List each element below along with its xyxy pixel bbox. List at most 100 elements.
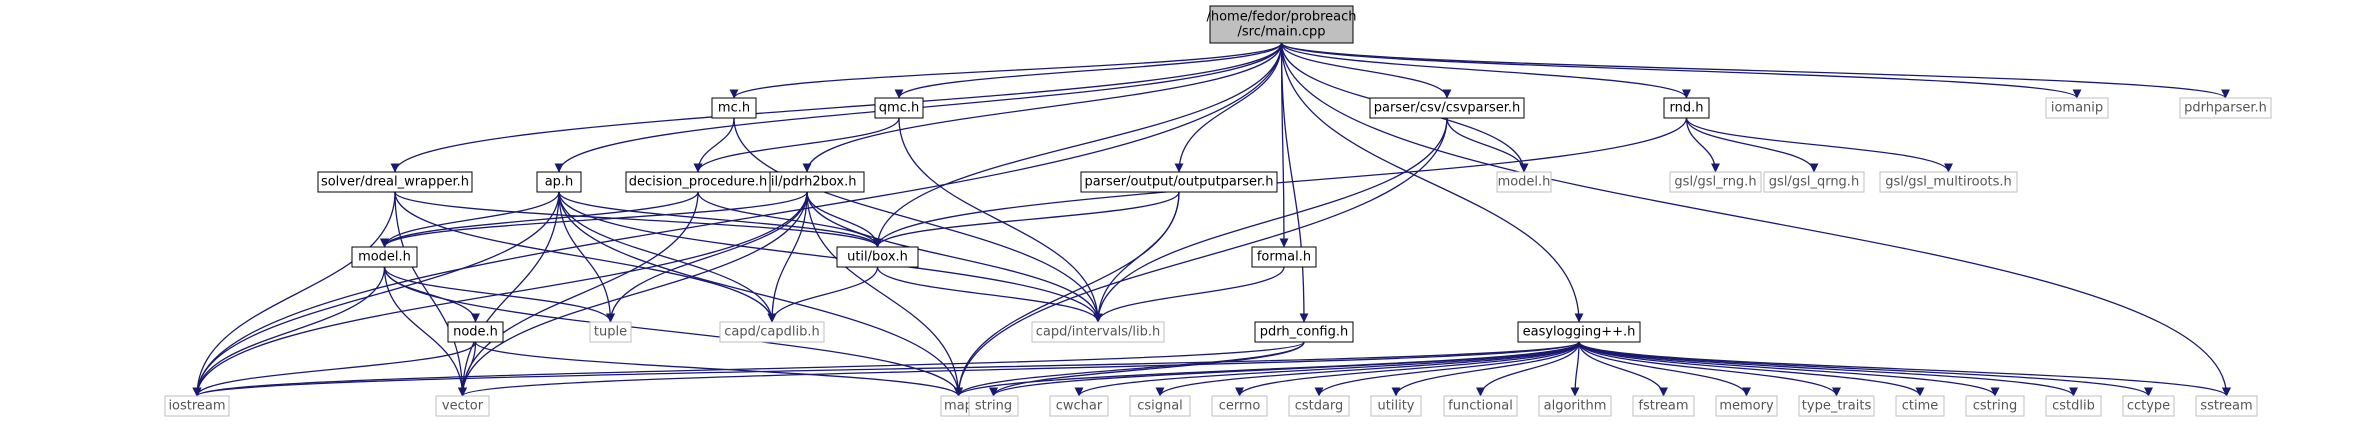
node-algorithm: algorithm: [1538, 395, 1612, 417]
node-easylogging_h[interactable]: easylogging++.h: [1517, 321, 1641, 343]
node-box-pdrh_config_h: [1254, 321, 1354, 343]
edge-decision_procedure_h-to-util_box_h: [697, 191, 882, 248]
node-iostream: iostream: [164, 395, 230, 417]
edge-parser_csv_csvparser_h-to-capd_intervals_lib_h: [1093, 117, 1448, 323]
node-box-type_traits: [1798, 395, 1875, 417]
node-iomanip: iomanip: [2045, 97, 2109, 119]
edge-easylogging_h-to-sstream: [1578, 341, 2231, 397]
node-decision_procedure_h[interactable]: decision_procedure.h: [625, 171, 771, 193]
node-cwchar: cwchar: [1049, 395, 1109, 417]
edge-easylogging_h-to-fstream: [1578, 341, 1669, 397]
edge-parser_csv_csvparser_h-to-map: [953, 117, 1448, 397]
edge-main_cpp-to-iostream: [192, 42, 1283, 397]
edge-decision_procedure_h-to-vector: [457, 191, 699, 397]
node-box-easylogging_h: [1517, 321, 1641, 343]
node-label: mc.h: [718, 101, 750, 116]
node-box-capd_capdlib_h: [719, 321, 825, 343]
edge-node_h-to-iostream: [192, 341, 477, 397]
edge-util_pdrh2box_h-to-capd_intervals_lib_h: [806, 191, 1103, 323]
edge-solver_dreal_wrapper_h-to-util_box_h: [394, 191, 882, 248]
node-label: type_traits: [1802, 399, 1872, 414]
edge-easylogging_h-to-cstdlib: [1578, 341, 2078, 397]
edge-rnd_h-to-gsl_rng_h: [1685, 117, 1721, 173]
node-main_cpp[interactable]: /home/fedor/probreach/src/main.cpp: [1206, 5, 1357, 44]
node-label: easylogging++.h: [1523, 325, 1636, 340]
node-box-main_cpp: [1209, 5, 1354, 44]
node-box-utility: [1370, 395, 1422, 417]
edge-ap_h-to-map: [558, 191, 964, 397]
edge-main_cpp-to-mc_h: [729, 42, 1283, 99]
node-box-vector: [435, 395, 490, 417]
node-gsl_rng_h: gsl/gsl_rng.h: [1669, 171, 1762, 193]
node-label: rnd.h: [1670, 101, 1704, 116]
edge-easylogging_h-to-csignal: [1155, 341, 1580, 397]
edge-main_cpp-to-rnd_h: [1280, 42, 1691, 99]
node-capd_intervals_lib_h: capd/intervals/lib.h: [1031, 321, 1165, 343]
node-node_h[interactable]: node.h: [447, 321, 504, 343]
node-label: iostream: [168, 399, 225, 414]
node-label: model.h: [358, 250, 411, 265]
edge-main_cpp-to-parser_csv_csvparser_h: [1280, 42, 1452, 99]
node-tuple: tuple: [589, 321, 632, 343]
node-pdrh_config_h[interactable]: pdrh_config.h: [1254, 321, 1354, 343]
node-label: pdrhparser.h: [2184, 101, 2267, 116]
edge-util_pdrh2box_h-to-model_h: [380, 191, 808, 248]
edge-util_box_h-to-capd_intervals_lib_h: [876, 266, 1103, 323]
edge-util_box_h-to-capd_capdlib_h: [767, 266, 879, 323]
node-formal_h[interactable]: formal.h: [1251, 246, 1317, 268]
node-label: map: [944, 399, 973, 414]
node-box-sstream: [2195, 395, 2258, 417]
edge-util_pdrh2box_h-to-tuple: [605, 191, 808, 323]
edge-util_pdrh2box_h-to-vector: [457, 191, 808, 397]
node-ap_h[interactable]: ap.h: [536, 171, 582, 193]
node-rnd_h[interactable]: rnd.h: [1663, 97, 1710, 119]
node-box-cwchar: [1049, 395, 1109, 417]
edge-qmc_h-to-decision_procedure_h: [693, 117, 900, 173]
node-box-ap_h: [536, 171, 582, 193]
edge-easylogging_h-to-ctime: [1578, 341, 1925, 397]
node-solver_dreal_wrapper_h[interactable]: solver/dreal_wrapper.h: [317, 171, 473, 193]
node-sstream: sstream: [2195, 395, 2258, 417]
node-box-model_h: [351, 246, 418, 268]
edge-easylogging_h-to-cstring: [1578, 341, 2000, 397]
node-box-csignal: [1129, 395, 1191, 417]
edge-formal_h-to-capd_intervals_lib_h: [1093, 266, 1285, 323]
node-label: fstream: [1638, 399, 1688, 414]
node-label: cwchar: [1056, 399, 1103, 414]
edge-model_h-to-map: [383, 266, 963, 397]
node-util_box_h[interactable]: util/box.h: [836, 246, 919, 268]
edge-rnd_h-to-util_box_h: [873, 117, 1688, 248]
edges-layer: [192, 42, 2232, 397]
node-parser_output_outputparser_h[interactable]: parser/output/outputparser.h: [1080, 171, 1278, 193]
edge-pdrh_config_h-to-iostream: [192, 341, 1305, 397]
node-label: iomanip: [2051, 101, 2103, 116]
node-label: util/pdrh2box.h: [758, 175, 857, 190]
edge-solver_dreal_wrapper_h-to-capd_capdlib_h: [394, 191, 777, 323]
node-functional: functional: [1443, 395, 1518, 417]
edge-parser_output_outputparser_h-to-util_box_h: [873, 191, 1180, 248]
node-capd_capdlib_h: capd/capdlib.h: [719, 321, 825, 343]
node-util_pdrh2box_h[interactable]: util/pdrh2box.h: [749, 171, 865, 193]
edge-parser_output_outputparser_h-to-map: [953, 191, 1180, 397]
node-vector: vector: [435, 395, 490, 417]
node-label: formal.h: [1257, 250, 1311, 265]
node-mc_h[interactable]: mc.h: [711, 97, 757, 119]
node-cstdarg: cstdarg: [1288, 395, 1350, 417]
node-label: sstream: [2200, 399, 2252, 414]
node-qmc_h[interactable]: qmc.h: [874, 97, 924, 119]
nodes-layer: /home/fedor/probreach/src/main.cpp iostre…: [164, 5, 2272, 417]
node-parser_csv_csvparser_h[interactable]: parser/csv/csvparser.h: [1369, 97, 1525, 119]
node-box-cstdlib: [2045, 395, 2102, 417]
node-box-cerrno: [1211, 395, 1268, 417]
node-label: node.h: [453, 325, 498, 340]
edge-main_cpp-to-solver_dreal_wrapper_h: [390, 42, 1283, 173]
edge-solver_dreal_wrapper_h-to-iostream: [192, 191, 396, 397]
node-label: csignal: [1137, 399, 1183, 414]
node-label: cstdlib: [2052, 399, 2095, 414]
node-model_h[interactable]: model.h: [351, 246, 418, 268]
node-map: map: [940, 395, 977, 417]
edge-ap_h-to-iostream: [192, 191, 560, 397]
node-pdrhparser_h: pdrhparser.h: [2179, 97, 2272, 119]
edge-main_cpp-to-pdrhparser_h: [1280, 42, 2230, 99]
node-box-fstream: [1632, 395, 1695, 417]
